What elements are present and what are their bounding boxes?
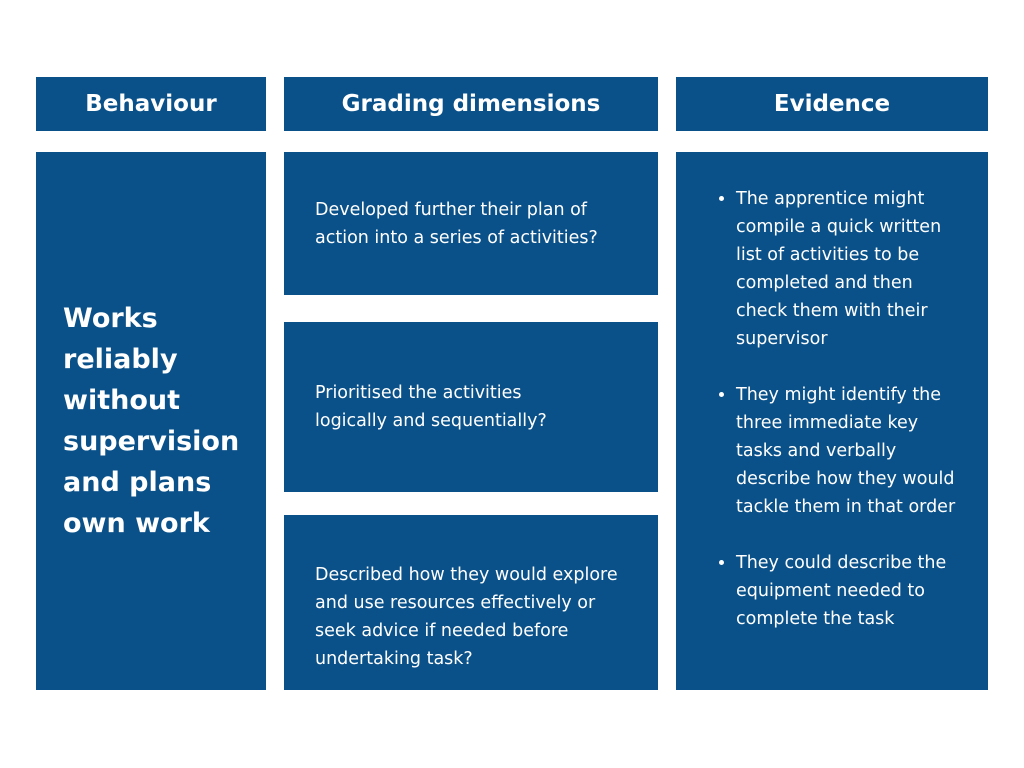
grading-dimension-text: Developed further their plan of action i… <box>315 199 598 248</box>
behaviour-cell: Works reliably without supervision and p… <box>36 152 266 690</box>
evidence-list: The apprentice might compile a quick wri… <box>676 152 988 633</box>
evidence-item: They could describe the equipment needed… <box>736 549 968 633</box>
header-grading-dimensions: Grading dimensions <box>284 77 658 131</box>
evidence-item: They might identify the three immediate … <box>736 381 968 521</box>
grading-dimension-3: Described how they would explore and use… <box>284 515 658 690</box>
evidence-item: The apprentice might compile a quick wri… <box>736 185 968 353</box>
behaviour-text: Works reliably without supervision and p… <box>63 303 240 539</box>
header-behaviour: Behaviour <box>36 77 266 131</box>
grading-dimension-text: Described how they would explore and use… <box>315 565 618 669</box>
evidence-cell: The apprentice might compile a quick wri… <box>676 152 988 690</box>
grading-dimension-2: Prioritised the activities logically and… <box>284 322 658 492</box>
header-evidence: Evidence <box>676 77 988 131</box>
grading-dimension-text: Prioritised the activities logically and… <box>315 383 547 431</box>
grading-dimension-1: Developed further their plan of action i… <box>284 152 658 295</box>
